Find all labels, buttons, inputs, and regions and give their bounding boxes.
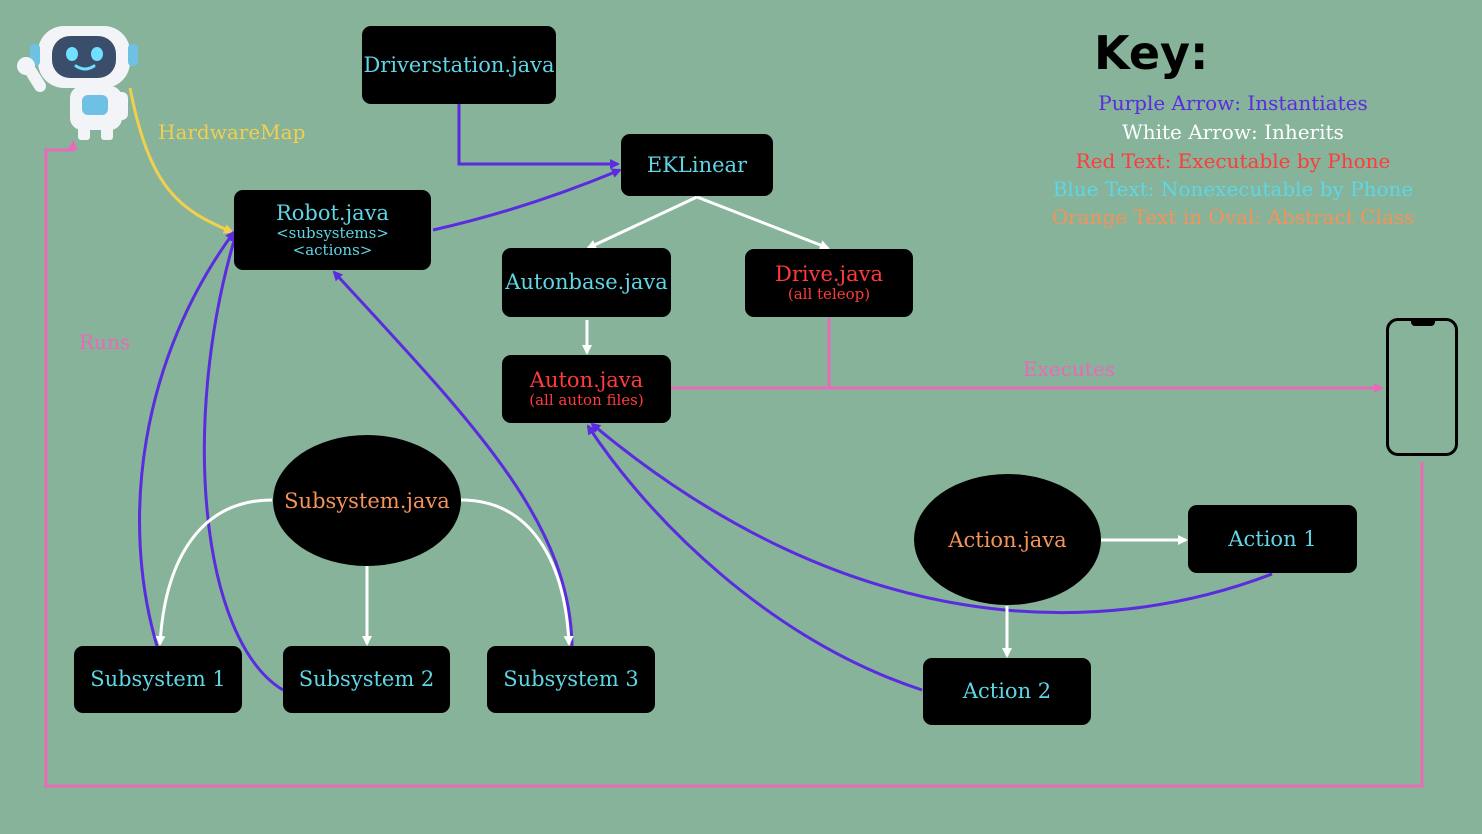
autonbase-node: Autonbase.java: [502, 248, 671, 317]
driverstation-to-eklinear-arrow: [457, 104, 620, 169]
subsystem2-to-robot-arrow: [202, 232, 284, 692]
runs-line: [44, 140, 1424, 788]
eklinear-to-drive-arrow: [696, 195, 830, 250]
action2-label: Action 2: [962, 679, 1052, 704]
subsystem2-label: Subsystem 2: [298, 667, 435, 692]
robot-node: Robot.java <subsystems> <actions>: [234, 190, 431, 270]
key-title: Key:: [1094, 26, 1209, 80]
driverstation-label: Driverstation.java: [363, 52, 555, 77]
action1-label: Action 1: [1228, 526, 1317, 551]
robot-label: Robot.java: [275, 200, 390, 225]
subsystem3-label: Subsystem 3: [503, 667, 639, 692]
action2-to-auton-arrow: [586, 424, 923, 692]
subsystem-abstract-label: Subsystem.java: [284, 488, 450, 513]
key-executable: Red Text: Executable by Phone: [1075, 149, 1391, 173]
key-nonexecutable: Blue Text: Nonexecutable by Phone: [1052, 177, 1414, 201]
key-instantiates: Purple Arrow: Instantiates: [1098, 91, 1368, 115]
key-abstract: Orange Text in Oval: Abstract Class: [1051, 205, 1415, 229]
eklinear-node: EKLinear: [621, 134, 773, 196]
subsystem1-node: Subsystem 1: [74, 646, 242, 713]
drive-label: Drive.java: [775, 262, 883, 287]
subsystem3-node: Subsystem 3: [487, 646, 655, 713]
executes-label: Executes: [1023, 357, 1115, 381]
robot-to-eklinear-arrow: [432, 168, 622, 232]
subsystem2-node: Subsystem 2: [283, 646, 450, 713]
subsystem3-to-robot-arrow: [332, 270, 574, 647]
action-abstract-oval: Action.java: [914, 474, 1101, 605]
subsystem-to-subsystem3-arrow: [460, 498, 574, 646]
subsystem1-label: Subsystem 1: [90, 667, 226, 692]
drive-sub-label: (all teleop): [787, 285, 871, 304]
hardwaremap-label: HardwareMap: [158, 120, 306, 144]
action1-to-auton-arrow: [590, 422, 1273, 615]
subsystem-to-subsystem1-arrow: [155, 498, 273, 646]
drive-node: Drive.java (all teleop): [745, 249, 913, 317]
auton-node: Auton.java (all auton files): [502, 355, 671, 423]
robot-mascot-icon: [17, 26, 138, 140]
subsystem1-to-robot-arrow: [138, 230, 236, 647]
robot-actions-label: <actions>: [292, 241, 373, 260]
auton-sub-label: (all auton files): [529, 391, 644, 410]
action1-node: Action 1: [1188, 505, 1357, 573]
runs-label: Runs: [79, 330, 131, 354]
action2-node: Action 2: [923, 658, 1091, 725]
phone-icon: [1386, 318, 1458, 456]
phone-notch: [1411, 320, 1435, 326]
autonbase-label: Autonbase.java: [505, 270, 668, 295]
eklinear-label: EKLinear: [646, 152, 748, 177]
key-inherits: White Arrow: Inherits: [1122, 120, 1344, 144]
eklinear-to-autonbase-arrow: [586, 195, 698, 250]
robot-subsystems-label: <subsystems>: [276, 223, 389, 242]
driverstation-node: Driverstation.java: [362, 26, 556, 104]
auton-label: Auton.java: [529, 368, 644, 393]
subsystem-abstract-oval: Subsystem.java: [273, 435, 461, 566]
hardwaremap-arrow: [128, 87, 234, 234]
action-abstract-label: Action.java: [948, 527, 1067, 552]
